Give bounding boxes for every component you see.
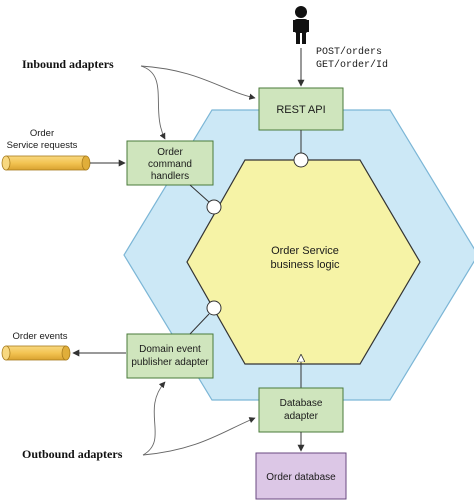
service-requests-cylinder xyxy=(1,155,91,171)
core-label-line1: Order Service xyxy=(271,245,339,257)
database-adapter-line2: adapter xyxy=(284,411,319,422)
order-events-cylinder xyxy=(1,345,71,361)
service-requests-line2: Service requests xyxy=(7,140,78,151)
publisher-to-port-line xyxy=(189,313,210,335)
event-publisher-adapter: Domain event publisher adapter xyxy=(126,333,214,379)
rest-api-port xyxy=(293,152,309,168)
outbound-adapters-callout: Outbound adapters xyxy=(22,447,123,461)
order-database: Order database xyxy=(255,452,347,500)
database-adapter: Database adapter xyxy=(258,387,344,433)
rest-api-label: REST API xyxy=(276,104,325,116)
inner-hexagon xyxy=(186,159,421,365)
command-handlers-to-port-line xyxy=(189,184,210,203)
person-icon xyxy=(293,6,309,44)
command-handlers-line3: handlers xyxy=(151,171,189,182)
command-handlers-adapter: Order command handlers xyxy=(126,140,214,186)
event-publisher-line1: Domain event xyxy=(139,344,201,355)
order-database-label: Order database xyxy=(266,472,336,483)
request-label-get: GET/order/Id xyxy=(316,59,388,71)
command-handlers-line2: command xyxy=(148,159,192,170)
outbound-to-database-adapter-arrow xyxy=(142,417,256,456)
inbound-to-rest-api-arrow xyxy=(140,65,256,100)
inbound-to-handlers-arrow xyxy=(140,65,166,140)
outbound-to-publisher-arrow xyxy=(142,381,166,456)
rest-api-adapter: REST API xyxy=(258,87,344,131)
event-publisher-line2: publisher adapter xyxy=(131,357,209,368)
database-adapter-line1: Database xyxy=(280,398,323,409)
request-label-post: POST/orders xyxy=(316,46,382,58)
order-events-label: Order events xyxy=(13,331,68,342)
command-handlers-line1: Order xyxy=(157,147,183,158)
command-port xyxy=(206,199,222,215)
event-port xyxy=(206,300,222,316)
inbound-adapters-callout: Inbound adapters xyxy=(22,57,114,71)
core-label-line2: business logic xyxy=(270,259,340,271)
service-requests-line1: Order xyxy=(30,128,54,139)
